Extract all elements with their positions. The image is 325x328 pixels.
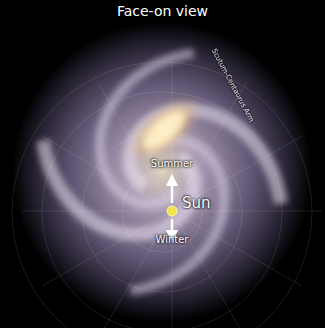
sun-dot [167, 206, 177, 216]
distance-ring [42, 92, 282, 328]
distance-ring [122, 172, 202, 252]
longitude-spoke [172, 211, 173, 328]
longitude-spoke [42, 211, 172, 286]
sun-label: Sun [182, 195, 211, 212]
spiral-arm [131, 140, 225, 291]
summer-arrow [171, 180, 174, 203]
longitude-spoke [172, 211, 302, 286]
longitude-spoke [172, 136, 302, 211]
longitude-spoke [172, 211, 247, 328]
winter-arrow [171, 219, 174, 236]
season-label: Summer [151, 158, 193, 169]
longitude-spoke [22, 211, 172, 212]
season-label: Winter [156, 234, 189, 245]
longitude-spoke [97, 211, 172, 328]
distance-ring [82, 132, 242, 292]
distance-ring [12, 62, 312, 328]
title: Face-on view [0, 4, 325, 19]
